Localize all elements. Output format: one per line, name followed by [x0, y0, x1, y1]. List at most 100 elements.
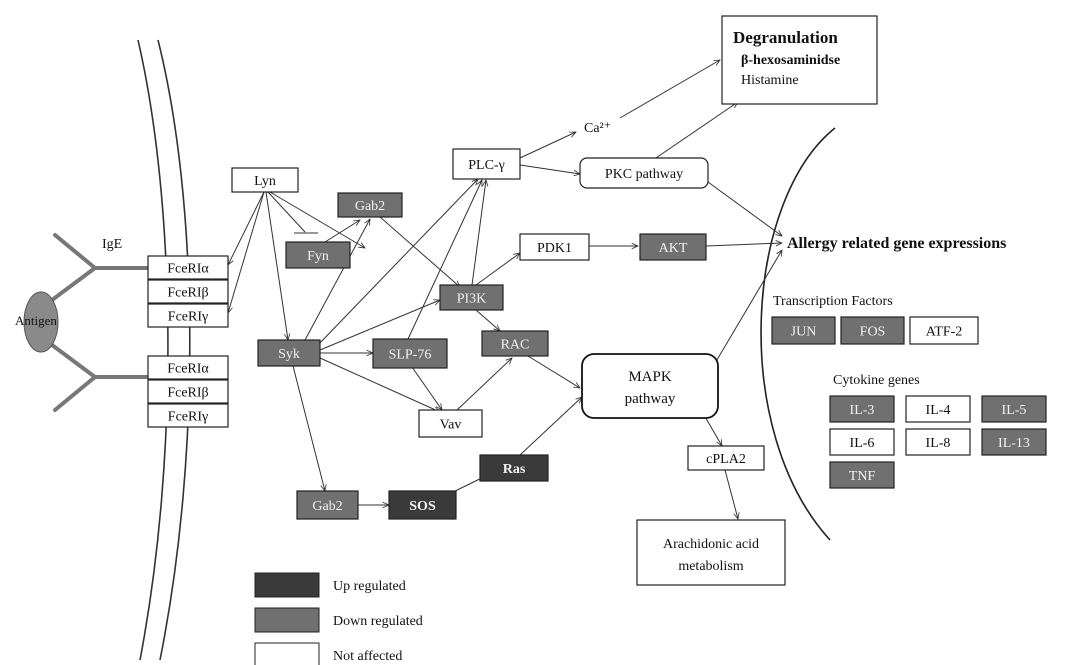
node-jun: JUN [771, 316, 836, 345]
legend-swatch-up [254, 572, 320, 598]
node-gab2b: Gab2 [296, 490, 359, 520]
antigen-ellipse [23, 291, 59, 353]
node-plcg-box [452, 148, 521, 180]
node-il4-box [905, 395, 971, 423]
node-fcerib2: FceRIβ [147, 379, 229, 404]
node-syk: Syk [257, 339, 321, 367]
degranulation-box: Degranulation β-hexosaminidse Histamine [721, 15, 878, 105]
degranulation-title: Degranulation [733, 28, 838, 47]
node-sos-label: SOS [409, 499, 436, 514]
node-il8: IL-8 [905, 428, 971, 456]
edge-lyn-fceri-gamma [228, 191, 265, 313]
node-ras: Ras [479, 454, 549, 482]
node-jun-box [771, 316, 836, 345]
node-fceria2-box [147, 355, 229, 380]
node-cpla2-label: cPLA2 [706, 452, 746, 467]
node-rac-label: RAC [501, 338, 530, 353]
antigen-label: Antigen [15, 313, 57, 328]
node-slp76-box [372, 338, 448, 369]
calcium-label: Ca²⁺ [584, 121, 611, 136]
edge-cpla2-arachidonic [724, 469, 738, 519]
transcription-factors-header: Transcription Factors [773, 294, 893, 309]
edge-slp76-vav [411, 366, 442, 410]
edge-lyn-inhibits-fyn [267, 191, 306, 233]
edge-slp76-plcg [407, 180, 483, 340]
node-il3: IL-3 [829, 395, 895, 423]
node-fos-box [840, 316, 905, 345]
node-fceria1: FceRIα [147, 255, 229, 280]
node-pi3k-box [439, 284, 504, 311]
node-atf2-label: ATF-2 [926, 325, 963, 340]
edge-pkc-allergy [707, 181, 782, 236]
edge-pi3k-pdk1 [475, 253, 520, 286]
mapk-pathway-box: MAPK pathway [581, 353, 719, 419]
node-akt-box [639, 233, 707, 261]
nodes-layer: FceRIαFceRIβFceRIγFceRIαFceRIβFceRIγLynF… [147, 148, 1047, 520]
nuclear-envelope [760, 127, 836, 541]
node-pkc-box [579, 157, 709, 189]
node-lyn-box [231, 167, 299, 193]
ige-antibody-top [50, 233, 150, 302]
node-cpla2: cPLA2 [687, 445, 765, 471]
arachidonic-line-1: Arachidonic acid [663, 537, 759, 552]
degranulation-line-1: β-hexosaminidse [741, 53, 840, 68]
node-fos-label: FOS [860, 325, 886, 340]
arachidonic-line-2: metabolism [678, 559, 743, 574]
node-fcerib1: FceRIβ [147, 279, 229, 304]
node-pdk1-box [519, 233, 590, 261]
node-fcerig1: FceRIγ [147, 303, 229, 328]
node-fcerig1-label: FceRIγ [168, 310, 208, 325]
node-ras-label: Ras [503, 462, 526, 477]
node-fcerib1-label: FceRIβ [167, 286, 208, 301]
node-vav-label: Vav [440, 418, 462, 433]
edge-akt-allergy [705, 243, 782, 247]
node-pkc-label: PKC pathway [605, 167, 683, 182]
edge-rac-mapk [527, 355, 580, 388]
node-il13: IL-13 [981, 428, 1047, 456]
node-il6: IL-6 [829, 428, 895, 456]
node-sos: SOS [388, 490, 457, 520]
node-fcerib1-box [147, 279, 229, 304]
node-il4: IL-4 [905, 395, 971, 423]
legend-swatch-none [254, 642, 320, 665]
node-pkc: PKC pathway [579, 157, 709, 189]
node-lyn: Lyn [231, 167, 299, 193]
ige-label: IgE [102, 237, 122, 252]
node-il8-box [905, 428, 971, 456]
node-fcerig2-box [147, 403, 229, 428]
node-rac: RAC [481, 330, 549, 357]
node-fceria2-label: FceRIα [167, 362, 209, 377]
node-lyn-label: Lyn [254, 174, 276, 189]
edge-syk-vav [319, 357, 440, 413]
edge-lyn-syk [265, 191, 288, 340]
node-fcerib2-label: FceRIβ [167, 386, 208, 401]
allergy-gene-expressions-label: Allergy related gene expressions [787, 235, 1006, 252]
node-il6-box [829, 428, 895, 456]
edge-syk-pi3k [319, 300, 440, 351]
ige-antibody-bottom [50, 343, 150, 412]
node-il3-box [829, 395, 895, 423]
node-slp76: SLP-76 [372, 338, 448, 369]
edge-mapk-allergy [707, 250, 782, 376]
node-syk-box [257, 339, 321, 367]
edge-ras-mapk [519, 397, 582, 456]
arachidonic-acid-box: Arachidonic acid metabolism [636, 519, 786, 586]
node-gab2b-label: Gab2 [312, 499, 342, 514]
node-gab2b-box [296, 490, 359, 520]
node-tnf-box [829, 461, 895, 489]
node-il13-label: IL-13 [998, 436, 1030, 451]
node-gab2a-box [337, 192, 403, 218]
edge-fyn-gab2 [324, 220, 360, 243]
node-fceria2: FceRIα [147, 355, 229, 380]
edge-syk-plcg [317, 179, 478, 346]
node-slp76-label: SLP-76 [389, 348, 432, 363]
node-pdk1-label: PDK1 [537, 241, 572, 256]
node-fyn-box [285, 241, 351, 269]
node-pi3k: PI3K [439, 284, 504, 311]
node-atf2-box [909, 316, 979, 345]
node-vav: Vav [418, 409, 483, 438]
node-fyn-label: Fyn [307, 249, 329, 264]
node-plcg-label: PLC-γ [468, 158, 505, 173]
